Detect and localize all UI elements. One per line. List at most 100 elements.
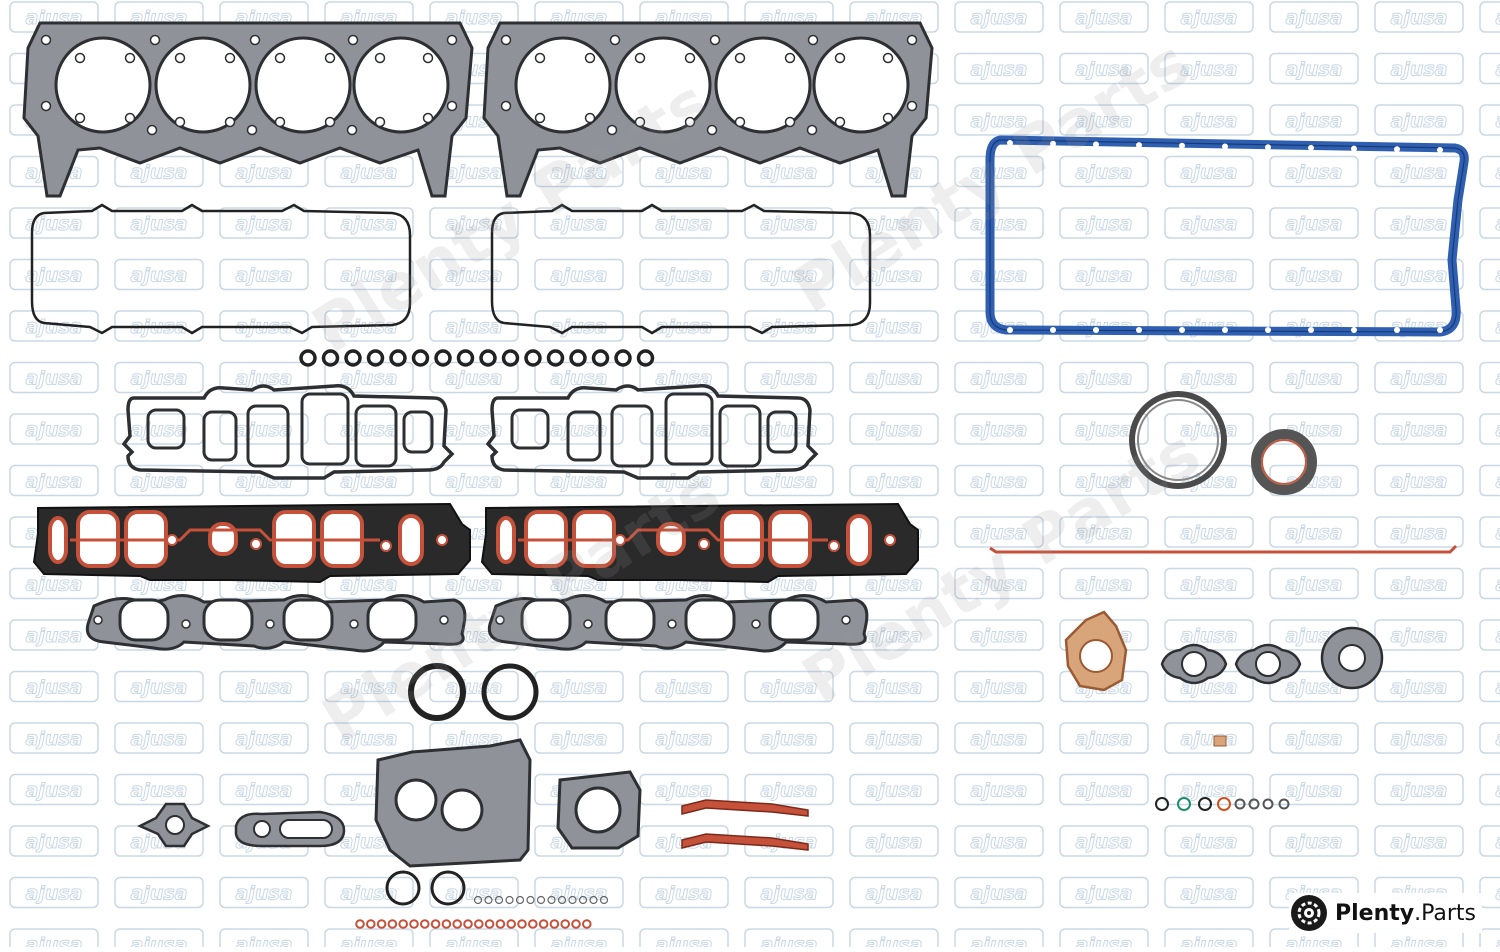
thermostat-housing-hole [1256, 652, 1280, 676]
bg-logo-text: ajusa [971, 471, 1028, 493]
bolt-hole [908, 102, 917, 111]
exhaust-bolt-hole [266, 620, 274, 628]
red-end-seal [682, 800, 808, 816]
red-o-ring [453, 920, 461, 928]
tiny-o-ring [538, 897, 545, 904]
exhaust-port [284, 600, 332, 640]
bolt-hole [908, 36, 917, 45]
bolt-hole [786, 118, 795, 127]
bg-logo-text: ajusa [761, 934, 818, 947]
bg-logo-text: ajusa [1076, 265, 1133, 287]
intake-port-window [612, 406, 652, 466]
manifold-bolt-hole [699, 539, 709, 549]
bg-logo-text: ajusa [656, 780, 713, 802]
exhaust-bolt-hole [752, 620, 760, 628]
intake-manifold-gasket-left [34, 504, 470, 582]
manifold-bolt-hole [437, 535, 447, 545]
bolt-hole [586, 114, 595, 123]
manifold-bolt-hole [167, 535, 177, 545]
bg-logo-text: ajusa [1286, 7, 1343, 29]
bg-logo-text: ajusa [761, 265, 818, 287]
bg-logo-text: ajusa [446, 265, 503, 287]
bg-logo-text: ajusa [551, 162, 608, 184]
bg-logo-text: ajusa [656, 471, 713, 493]
red-o-ring [507, 920, 515, 928]
oil-pan-hole [1136, 142, 1142, 148]
valve-seal-ring [301, 351, 315, 365]
bg-logo-text: ajusa [1286, 59, 1343, 81]
exhaust-bolt-hole [668, 620, 676, 628]
bg-logo-text: ajusa [656, 883, 713, 905]
bg-logo-text: ajusa [131, 728, 188, 750]
bg-logo-text: ajusa [446, 677, 503, 699]
exhaust-port [120, 600, 168, 640]
oil-pan-hole [1308, 145, 1314, 151]
throttle-plate-bore [576, 788, 620, 832]
bolt-hole [884, 114, 893, 123]
bg-logo-text: ajusa [1496, 883, 1500, 905]
bg-logo-text: ajusa [1391, 574, 1448, 596]
red-o-ring [443, 920, 451, 928]
bg-logo-text: ajusa [26, 780, 83, 802]
bg-logo-text: ajusa [341, 574, 398, 596]
bg-logo-text: ajusa [761, 471, 818, 493]
bolt-hole [276, 54, 285, 63]
bg-logo-text: ajusa [866, 625, 923, 647]
exhaust-bolt-hole [842, 616, 850, 624]
bolt-hole [536, 114, 545, 123]
bg-logo-text: ajusa [131, 368, 188, 390]
bg-logo-text: ajusa [1391, 213, 1448, 235]
bg-logo-text: ajusa [1286, 831, 1343, 853]
bg-logo-text: ajusa [1181, 368, 1238, 390]
bg-logo-text: ajusa [1076, 728, 1133, 750]
bg-logo-text: ajusa [1181, 728, 1238, 750]
bg-logo-text: ajusa [1391, 831, 1448, 853]
bg-logo-text: ajusa [1076, 419, 1133, 441]
oil-pan-hole [1050, 141, 1056, 147]
red-o-ring [497, 920, 505, 928]
bg-logo-text: ajusa [761, 883, 818, 905]
bolt-hole [736, 118, 745, 127]
oil-pan-hole [1394, 146, 1400, 152]
bg-logo-text: ajusa [1076, 213, 1133, 235]
bg-logo-text: ajusa [26, 934, 83, 947]
bg-logo-text: ajusa [236, 934, 293, 947]
bg-logo-text: ajusa [131, 883, 188, 905]
exhaust-port [686, 600, 734, 640]
bg-logo-text: ajusa [26, 728, 83, 750]
bolt-hole [348, 126, 357, 135]
bg-logo-text: ajusa [1496, 677, 1500, 699]
bg-logo-text: ajusa [1181, 625, 1238, 647]
bg-logo-text: ajusa [341, 213, 398, 235]
bolt-hole [251, 36, 260, 45]
bolt-hole [76, 54, 85, 63]
bolt-hole [226, 118, 235, 127]
bg-logo-text: ajusa [236, 780, 293, 802]
bg-logo-text: ajusa [1391, 625, 1448, 647]
bg-logo-text: ajusa [971, 110, 1028, 132]
bg-logo-text: ajusa [131, 677, 188, 699]
bg-logo-text: ajusa [131, 780, 188, 802]
bg-logo-text: ajusa [1496, 728, 1500, 750]
bg-logo-text: ajusa [1181, 213, 1238, 235]
oil-pan-hole [1437, 327, 1443, 333]
bg-logo-text: ajusa [26, 368, 83, 390]
red-o-ring [432, 920, 440, 928]
bolt-hole [448, 36, 457, 45]
bolt-hole [808, 126, 817, 135]
bg-logo-text: ajusa [866, 265, 923, 287]
bg-logo-text: ajusa [1391, 471, 1448, 493]
cylinder-bore [256, 38, 350, 132]
bg-logo-text: ajusa [1076, 110, 1133, 132]
oil-pan-hole [1265, 144, 1271, 150]
bg-logo-text: ajusa [1391, 522, 1448, 544]
bg-logo-text: ajusa [1391, 419, 1448, 441]
bg-logo-text: ajusa [761, 162, 818, 184]
bg-logo-text: ajusa [1496, 7, 1500, 29]
oil-pan-hole [1222, 144, 1228, 150]
bolt-hole [836, 54, 845, 63]
bg-logo-text: ajusa [1391, 934, 1448, 947]
bg-logo-text: ajusa [971, 625, 1028, 647]
bg-logo-text: ajusa [1076, 471, 1133, 493]
